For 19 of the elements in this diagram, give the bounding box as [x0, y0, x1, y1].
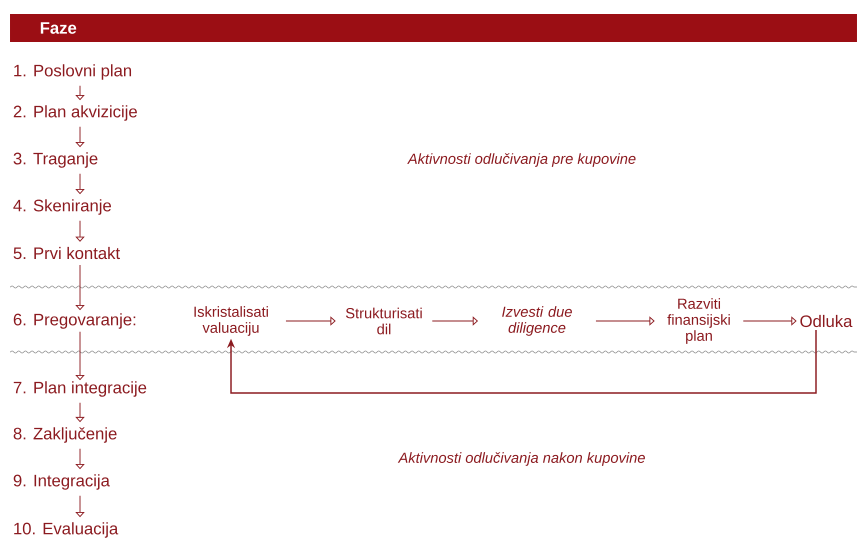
step-label: Strukturisati dil — [346, 308, 422, 334]
phase-label: 3. Traganje — [14, 152, 98, 168]
phase-label: 4. Skeniranje — [13, 199, 111, 215]
phase-label: 7. Plan integracije — [14, 381, 146, 397]
step-label: Razviti finansijski plan — [667, 298, 730, 344]
step-label: Iskristalisati valuaciju — [194, 306, 268, 336]
step-label: Odluka — [800, 314, 852, 328]
note-text: Aktivnosti odlučivanja pre kupovine — [407, 153, 636, 167]
phase-label: 1. Poslovni plan — [14, 64, 132, 80]
phase-label: 5. Prvi kontakt — [14, 246, 120, 260]
phase-label: 9. Integracija — [14, 474, 110, 490]
phase-label: 2. Plan akvizicije — [14, 105, 137, 121]
step-label: Izvesti due diligence — [502, 306, 572, 336]
feedback-arrow — [226, 330, 817, 394]
phase-label: 6. Pregovaranje: — [14, 313, 136, 329]
phase-label: 8. Zaključenje — [14, 427, 117, 443]
header-band: Faze — [10, 14, 857, 42]
phase-label: 10. Evaluacija — [14, 522, 118, 538]
note-text: Aktivnosti odlučivanja nakon kupovine — [398, 452, 645, 466]
